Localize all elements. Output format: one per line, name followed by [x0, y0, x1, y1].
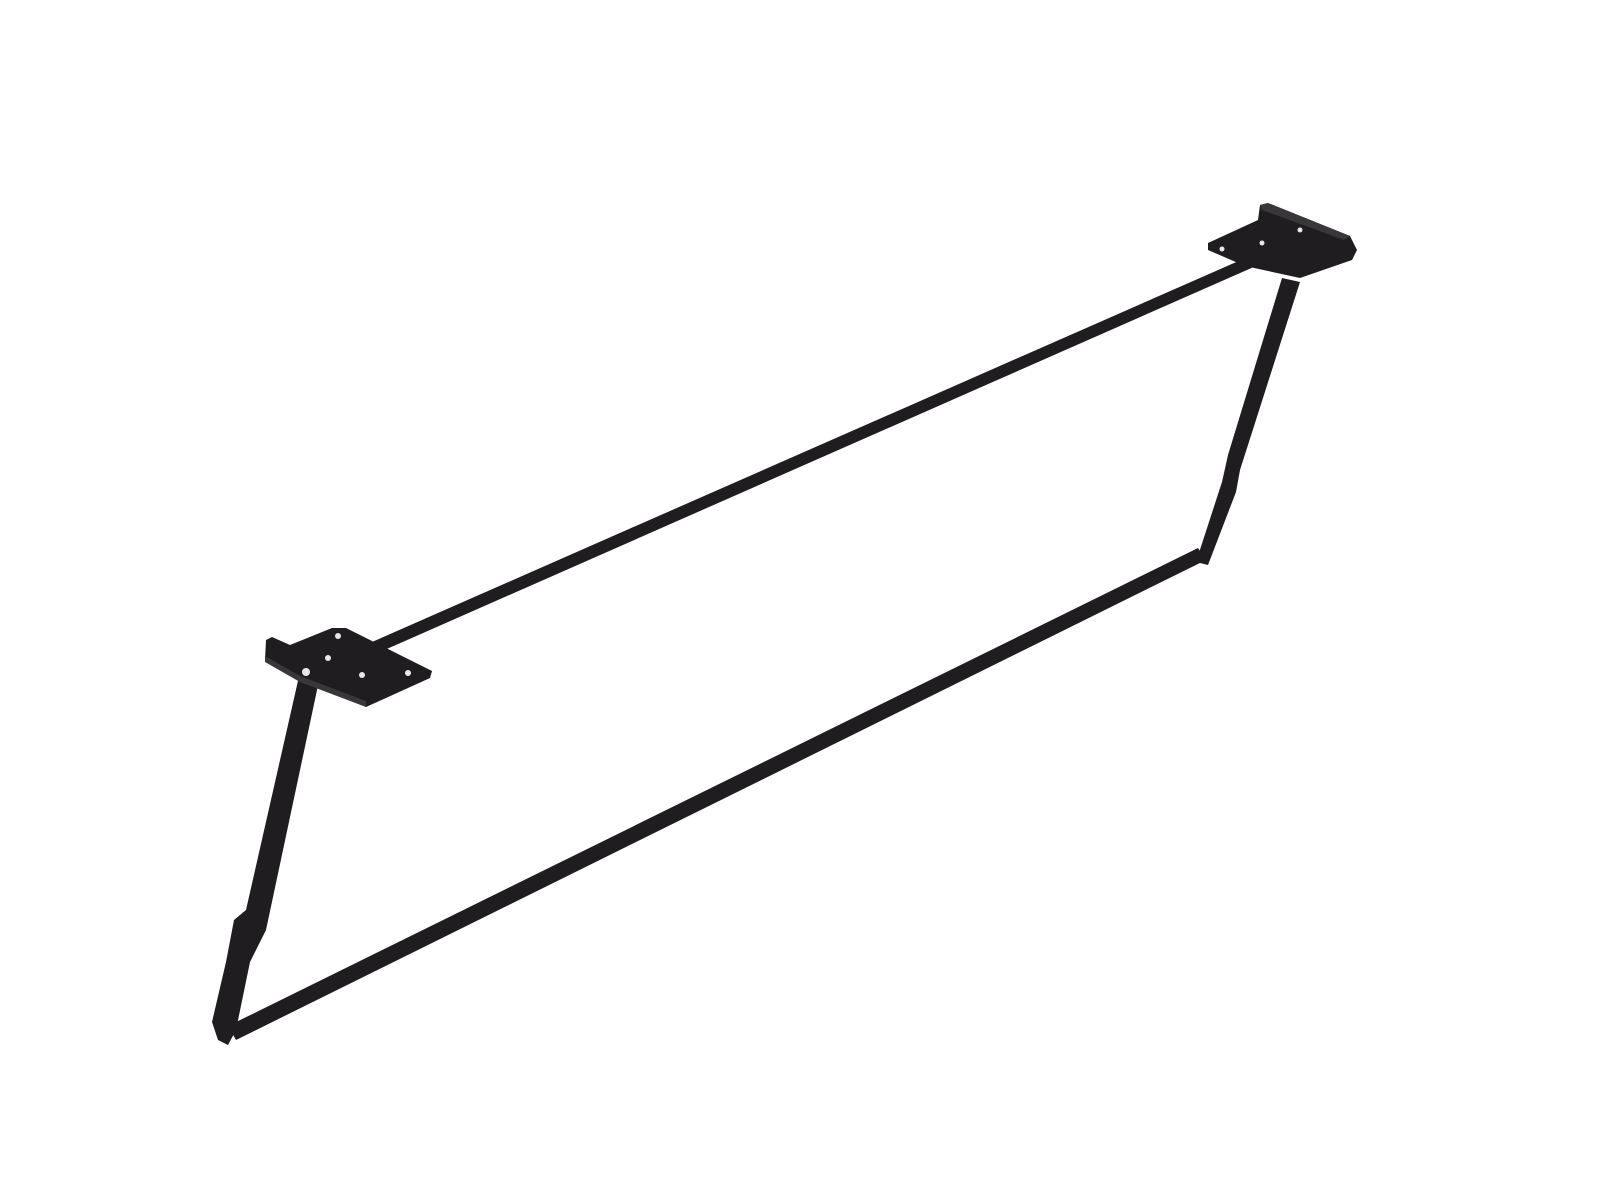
screw-hole	[359, 672, 365, 678]
screw-hole	[325, 655, 331, 661]
right-leg	[1196, 278, 1300, 565]
screw-hole	[1297, 227, 1303, 233]
hinge-pin	[302, 668, 310, 676]
bottom-rail	[228, 548, 1206, 1040]
screw-hole	[1259, 240, 1265, 246]
right-mounting-plate	[1208, 203, 1357, 278]
screw-hole	[1219, 246, 1225, 252]
left-leg	[212, 672, 320, 1045]
left-mounting-plate	[265, 628, 432, 707]
screw-hole	[405, 670, 411, 676]
top-rail	[372, 256, 1256, 652]
screw-hole	[335, 633, 341, 639]
